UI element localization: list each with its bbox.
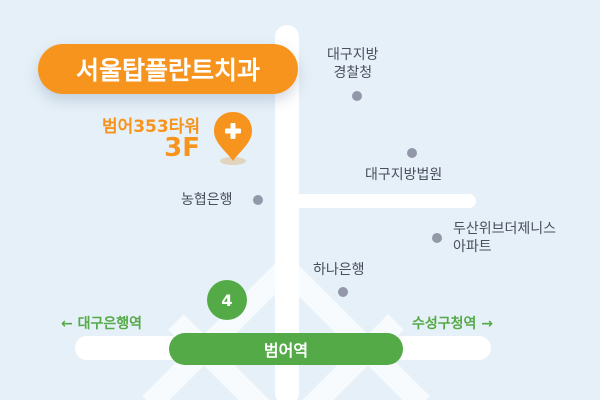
main-road-vertical [275,25,299,400]
landmark-police-label: 대구지방 경찰청 [327,47,379,81]
plus-icon [225,123,241,139]
direction-right-label: 수성구청역 → [412,316,494,332]
subway-exit-badge: 4 [207,280,247,320]
exit-number: 4 [221,290,233,310]
landmark-court-label: 대구지방법원 [365,167,443,183]
side-road-court [288,194,476,208]
landmark-doosan-dot [432,233,442,243]
station-name: 범어역 [263,341,309,360]
direction-left-label: ← 대구은행역 [61,316,143,332]
landmark-nh-bank-dot [253,195,263,205]
landmark-doosan-label: 두산위브더제니스 아파트 [453,221,557,255]
clinic-name: 서울탑플란트치과 [75,56,260,85]
subway-station-badge: 범어역 [169,333,403,365]
floor-label: 3F [164,133,200,163]
building-name: 범어353타워 [101,117,200,137]
landmark-hana-bank-label: 하나은행 [313,262,365,278]
landmark-hana-bank-dot [338,287,348,297]
location-pin-icon[interactable] [211,110,255,166]
landmark-court-dot [407,148,417,158]
landmark-police-dot [352,91,362,101]
clinic-name-badge: 서울탑플란트치과 [38,44,298,94]
landmark-nh-bank-label: 농협은행 [181,192,233,208]
